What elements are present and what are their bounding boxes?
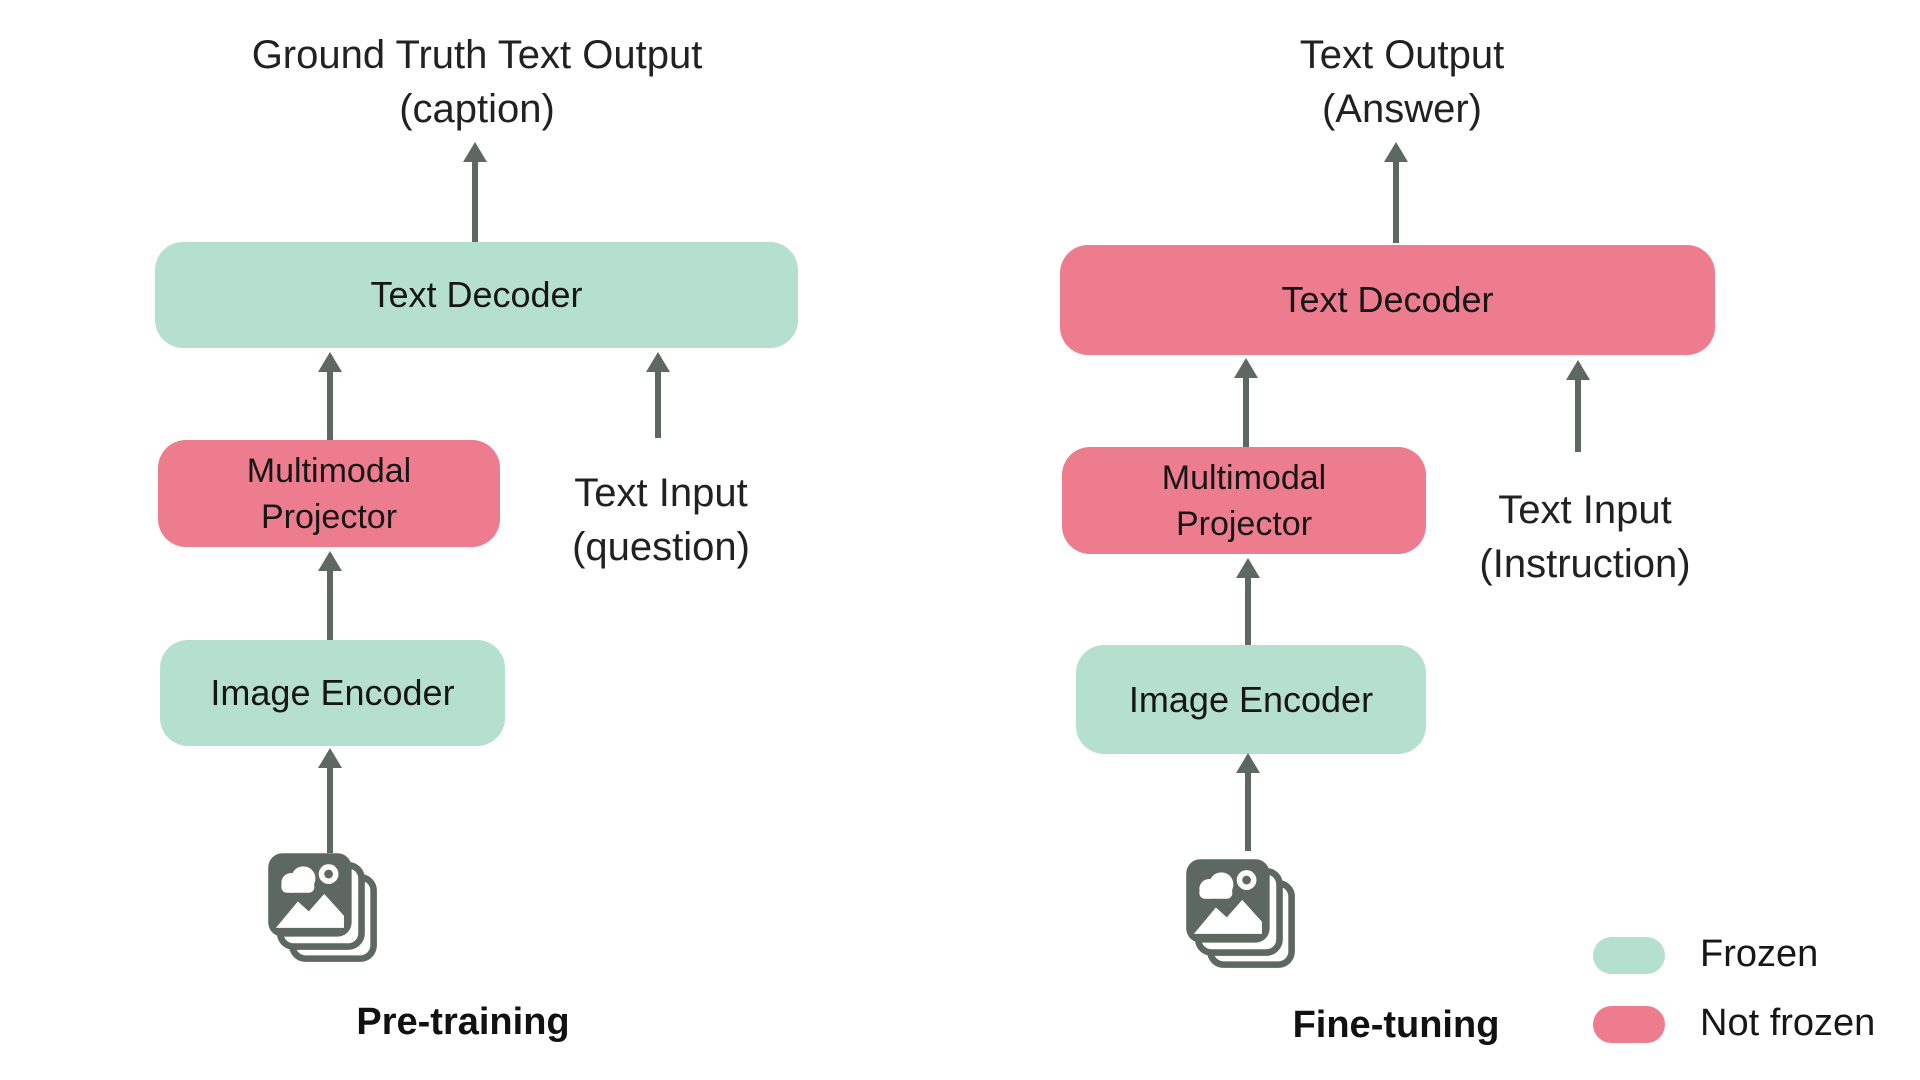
text-input-label: Text Input (question) xyxy=(572,466,750,574)
arrow-images-to-encoder xyxy=(1245,772,1251,851)
text-output-label: Text Output (Answer) xyxy=(1300,28,1505,136)
projector-label-line1: Multimodal xyxy=(1161,458,1327,497)
projector-label-line1: Multimodal xyxy=(246,451,412,490)
arrow-encoder-to-projector xyxy=(1245,577,1251,645)
output-label-line1: Ground Truth Text Output xyxy=(251,33,703,77)
legend-not-frozen-swatch xyxy=(1593,1006,1665,1043)
image-encoder-label: Image Encoder xyxy=(1128,678,1374,720)
text-input-line2: (Instruction) xyxy=(1479,542,1691,586)
arrow-images-to-encoder xyxy=(327,767,333,853)
text-input-line1: Text Input xyxy=(1498,488,1672,532)
arrow-decoder-to-output xyxy=(1393,161,1399,243)
projector-label-line2: Projector xyxy=(260,497,398,536)
ground-truth-output-label: Ground Truth Text Output (caption) xyxy=(252,28,703,136)
text-input-line1: Text Input xyxy=(574,471,748,515)
arrow-textinput-to-decoder xyxy=(1575,379,1581,452)
image-encoder-box: Image Encoder xyxy=(1076,645,1426,754)
text-input-line2: (question) xyxy=(572,525,750,569)
legend-frozen-swatch xyxy=(1593,937,1665,974)
legend-frozen-label: Frozen xyxy=(1700,933,1819,975)
text-decoder-box: Text Decoder xyxy=(1060,245,1715,355)
finetuning-caption: Fine-tuning xyxy=(1292,1004,1500,1046)
arrow-textinput-to-decoder xyxy=(655,371,661,438)
text-decoder-label: Text Decoder xyxy=(1281,279,1494,320)
images-stack-icon xyxy=(1186,859,1295,968)
output-label-line1: Text Output xyxy=(1299,33,1505,77)
arrow-projector-to-decoder xyxy=(327,371,333,440)
text-decoder-label: Text Decoder xyxy=(370,274,583,315)
arrow-decoder-to-output xyxy=(472,161,478,243)
multimodal-projector-box: Multimodal Projector xyxy=(158,440,500,547)
pretraining-caption: Pre-training xyxy=(356,1001,570,1043)
multimodal-projector-box: Multimodal Projector xyxy=(1062,447,1426,554)
images-stack-icon xyxy=(268,853,377,962)
text-decoder-box: Text Decoder xyxy=(155,242,798,348)
image-encoder-label: Image Encoder xyxy=(210,672,455,713)
text-input-label: Text Input (Instruction) xyxy=(1479,483,1690,591)
projector-label-line2: Projector xyxy=(1175,504,1313,543)
arrow-projector-to-decoder xyxy=(1243,377,1249,447)
image-encoder-box: Image Encoder xyxy=(160,640,505,746)
legend-not-frozen-label: Not frozen xyxy=(1700,1002,1876,1044)
arrow-encoder-to-projector xyxy=(327,570,333,640)
output-label-line2: (caption) xyxy=(399,87,555,131)
output-label-line2: (Answer) xyxy=(1321,87,1483,131)
